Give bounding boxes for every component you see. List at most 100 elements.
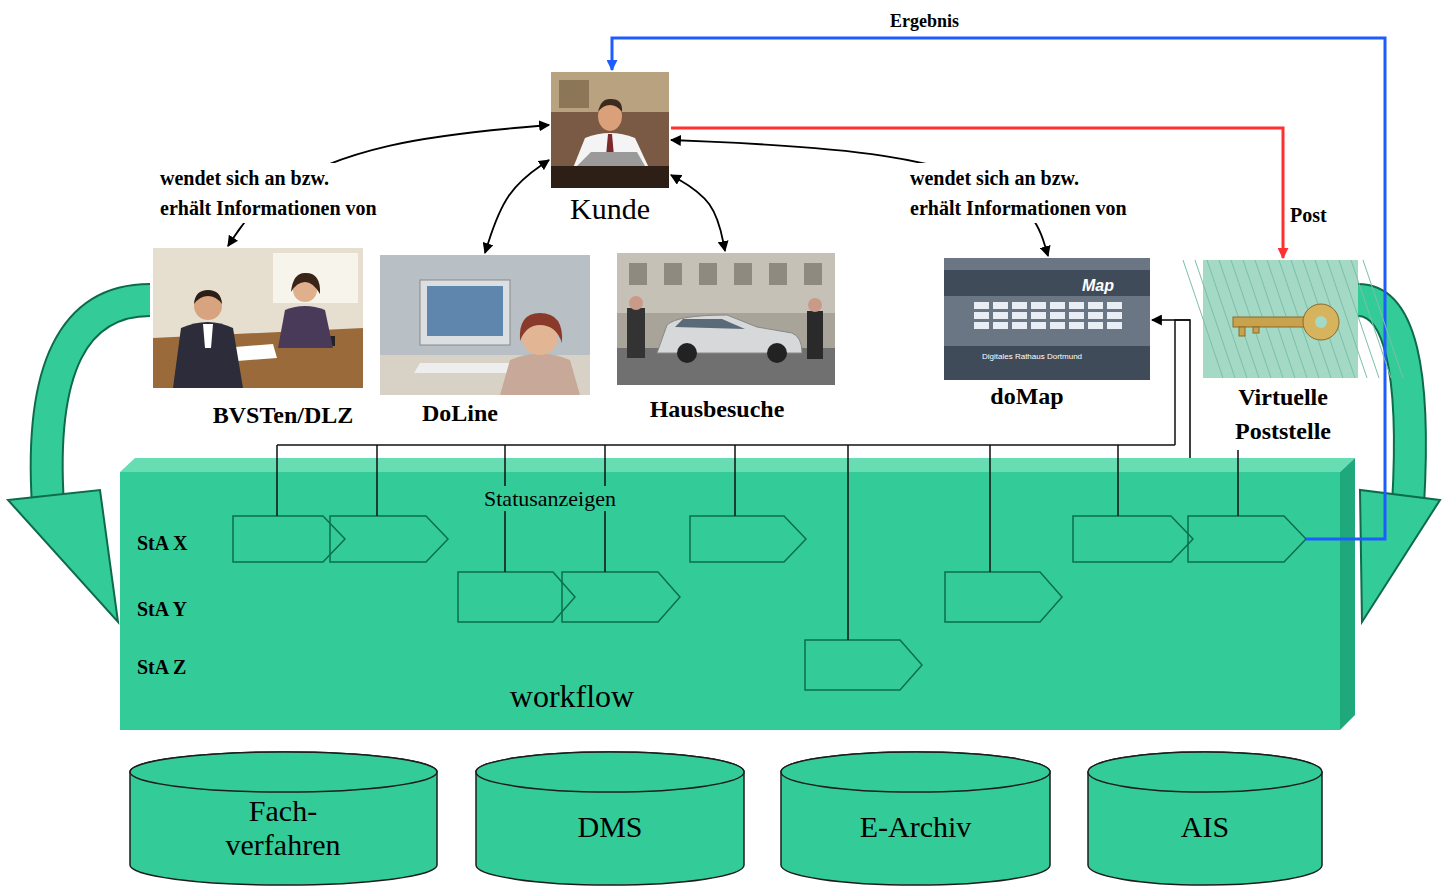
drawing-part — [944, 258, 1150, 380]
drawing-part — [1339, 260, 1379, 378]
drawing-part — [203, 324, 213, 348]
drawing-part — [993, 312, 1008, 319]
status-chevron — [805, 640, 922, 690]
status-chevron — [330, 516, 448, 562]
mailroom-node: Virtuelle Poststelle — [1201, 258, 1363, 450]
drawing-part — [767, 343, 787, 363]
edge-label: Ergebnis — [890, 8, 959, 35]
node-label: DoLine — [378, 400, 542, 428]
drawing-part — [559, 80, 589, 108]
result-line-stub — [1306, 538, 1355, 541]
image-caption: Digitales Rathaus Dortmund — [982, 352, 1082, 361]
drawing-part — [120, 458, 1355, 472]
drawing-part — [130, 752, 437, 885]
drawing-part — [944, 346, 1150, 380]
drawing-part — [804, 263, 822, 285]
drawing-part — [598, 99, 622, 112]
drawing-part — [1183, 260, 1223, 378]
flow-arrow-head — [8, 490, 118, 622]
drawing-part — [1303, 260, 1343, 378]
drawing-part — [1012, 312, 1027, 319]
band-title: workflow — [482, 678, 662, 715]
status-chevron — [233, 516, 345, 562]
drawing-part — [380, 255, 590, 395]
bus-line — [1117, 445, 1119, 516]
drawing-part — [808, 298, 822, 312]
drawing-part — [1031, 312, 1046, 319]
edge-label: wendet sich an bzw. erhält Informationen… — [910, 163, 1128, 223]
bus-line — [376, 445, 378, 516]
drawing-part — [617, 253, 835, 385]
database-label: AIS — [1088, 810, 1322, 845]
status-chevron — [945, 572, 1062, 622]
database-cylinder: AIS — [1088, 752, 1322, 885]
drawing-part — [974, 312, 989, 319]
status-row-label: StA X — [137, 532, 188, 555]
bus-line — [847, 445, 849, 640]
drawing-part — [194, 290, 222, 304]
drawing-part — [173, 322, 243, 388]
photo-illustration — [551, 72, 669, 188]
status-chevron — [562, 572, 680, 622]
drawing-part — [1069, 322, 1084, 329]
drawing-part — [1107, 322, 1122, 329]
node-label: Virtuelle Poststelle — [1203, 380, 1363, 448]
workflow-band: StatusanzeigenStA XStA YStA Zworkflow — [120, 458, 1355, 730]
bus-line — [276, 445, 278, 516]
photo-illustration — [380, 255, 590, 395]
drawing-part — [1303, 304, 1339, 340]
drawing-part — [278, 306, 333, 348]
drawing-part — [1069, 312, 1084, 319]
node-label: doMap — [942, 383, 1112, 411]
bus-line — [734, 445, 736, 516]
drawing-part — [520, 313, 562, 343]
drawing-part — [1088, 302, 1103, 309]
connector-arrow — [485, 160, 549, 253]
connector-arrow — [671, 128, 1283, 258]
drawing-part — [1050, 302, 1065, 309]
drawing-part — [1107, 302, 1122, 309]
photo-illustration — [944, 258, 1150, 380]
drawing-part — [1031, 322, 1046, 329]
drawing-part — [629, 296, 643, 310]
database-label: DMS — [476, 810, 744, 845]
customer-node: Kunde — [549, 70, 671, 230]
drawing-part — [1031, 302, 1046, 309]
drawing-part — [476, 752, 744, 792]
drawing-part — [1050, 312, 1065, 319]
drawing-part — [573, 133, 649, 168]
drawing-part — [627, 308, 645, 358]
drawing-part — [993, 322, 1008, 329]
band-heading: Statusanzeigen — [450, 486, 650, 511]
bus-line — [1175, 320, 1190, 445]
database-label: E-Archiv — [781, 810, 1050, 845]
node-label: Kunde — [551, 192, 669, 227]
drawing-part — [807, 311, 823, 359]
portal-node: doMap — [942, 256, 1152, 416]
status-chevron — [1188, 516, 1306, 562]
drawing-part — [551, 166, 669, 188]
drawing-part — [699, 263, 717, 285]
drawing-part — [781, 752, 1050, 885]
drawing-part — [500, 354, 580, 396]
connector-arrow — [671, 175, 725, 251]
connector-arrow — [1152, 320, 1190, 458]
drawing-part — [769, 263, 787, 285]
drawing-part — [420, 280, 510, 345]
drawing-part — [577, 152, 645, 166]
drawing-part — [974, 322, 989, 329]
drawing-part — [664, 263, 682, 285]
drawing-part — [273, 253, 358, 303]
drawing-part — [1069, 302, 1084, 309]
drawing-part — [153, 248, 363, 388]
drawing-part — [1088, 752, 1322, 885]
database-cylinder: Fach- verfahren — [130, 752, 437, 885]
drawing-part — [1340, 458, 1355, 730]
photo-illustration — [153, 248, 363, 388]
database-cylinder: DMS — [476, 752, 744, 885]
photo-illustration — [617, 253, 835, 385]
flow-arrow-head — [1360, 490, 1440, 622]
drawing-part — [414, 363, 518, 373]
status-chevron — [1073, 516, 1193, 562]
status-chevron — [690, 516, 806, 562]
